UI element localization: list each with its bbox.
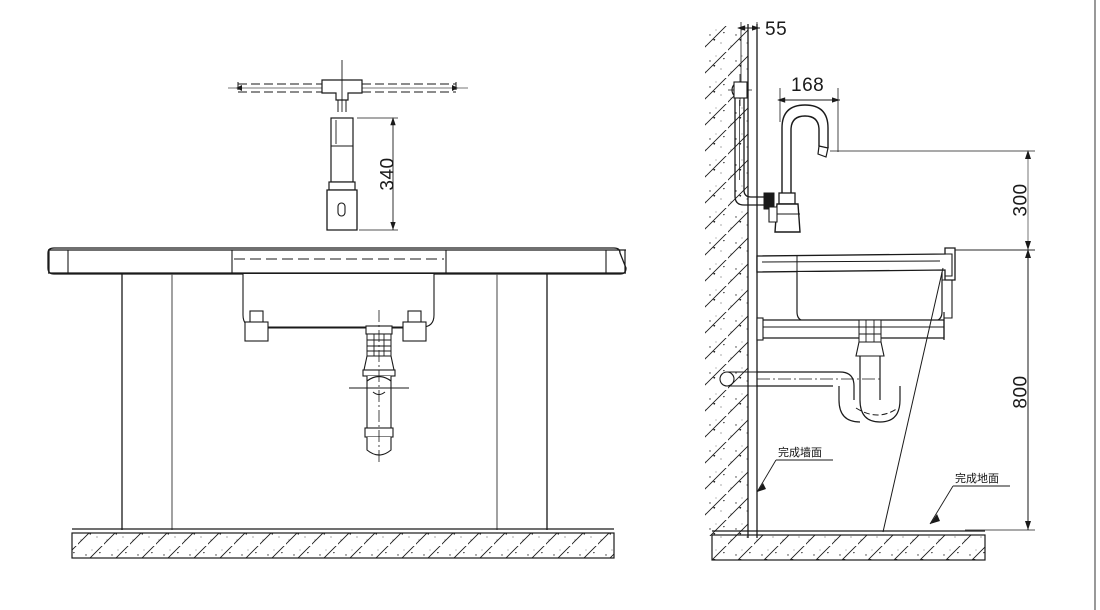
faucet-spout-ghost — [228, 82, 468, 93]
dimension-168-label: 168 — [791, 75, 824, 96]
supply-pipe-riser — [728, 74, 775, 210]
dimension-340-label: 340 — [378, 157, 399, 190]
counter-legs — [121, 274, 548, 530]
dimension-340: 340 — [357, 117, 399, 231]
drain-assembly-front — [349, 310, 409, 462]
dimension-55: 55 — [737, 19, 787, 95]
counter-edge-leader — [882, 267, 944, 533]
faucet-stem-front — [326, 117, 358, 231]
dimension-300: 300 — [830, 150, 1035, 251]
sink-apron-rail — [756, 312, 945, 341]
annotation-finished-floor-label: 完成地面 — [955, 471, 999, 485]
annotation-finished-wall: 完成墙面 — [756, 445, 833, 493]
gooseneck-faucet — [768, 104, 829, 233]
annotation-finished-floor: 完成地面 — [929, 471, 1010, 525]
annotation-finished-wall-label: 完成墙面 — [778, 445, 822, 459]
sink-clamp-right — [402, 310, 427, 342]
floor-slab-left — [71, 528, 615, 559]
drain-trap-side — [719, 319, 901, 423]
counter-top — [47, 247, 627, 275]
sink-clamp-left — [244, 310, 269, 342]
dimension-800-label: 800 — [1011, 375, 1032, 408]
floor-slab-right — [711, 530, 986, 561]
front-elevation-view: 340 — [47, 60, 627, 559]
dimension-55-label: 55 — [765, 19, 787, 40]
side-section-view: 55 168 — [705, 19, 1035, 561]
dimension-300-label: 300 — [1011, 183, 1032, 216]
faucet-body-top — [321, 60, 363, 112]
counter-top-side — [756, 247, 956, 281]
dimension-168: 168 — [777, 75, 840, 152]
dimension-800: 800 — [955, 249, 1035, 531]
sink-bowl-front — [242, 274, 435, 329]
wall-section — [705, 24, 758, 538]
sink-basin-side — [796, 272, 953, 323]
